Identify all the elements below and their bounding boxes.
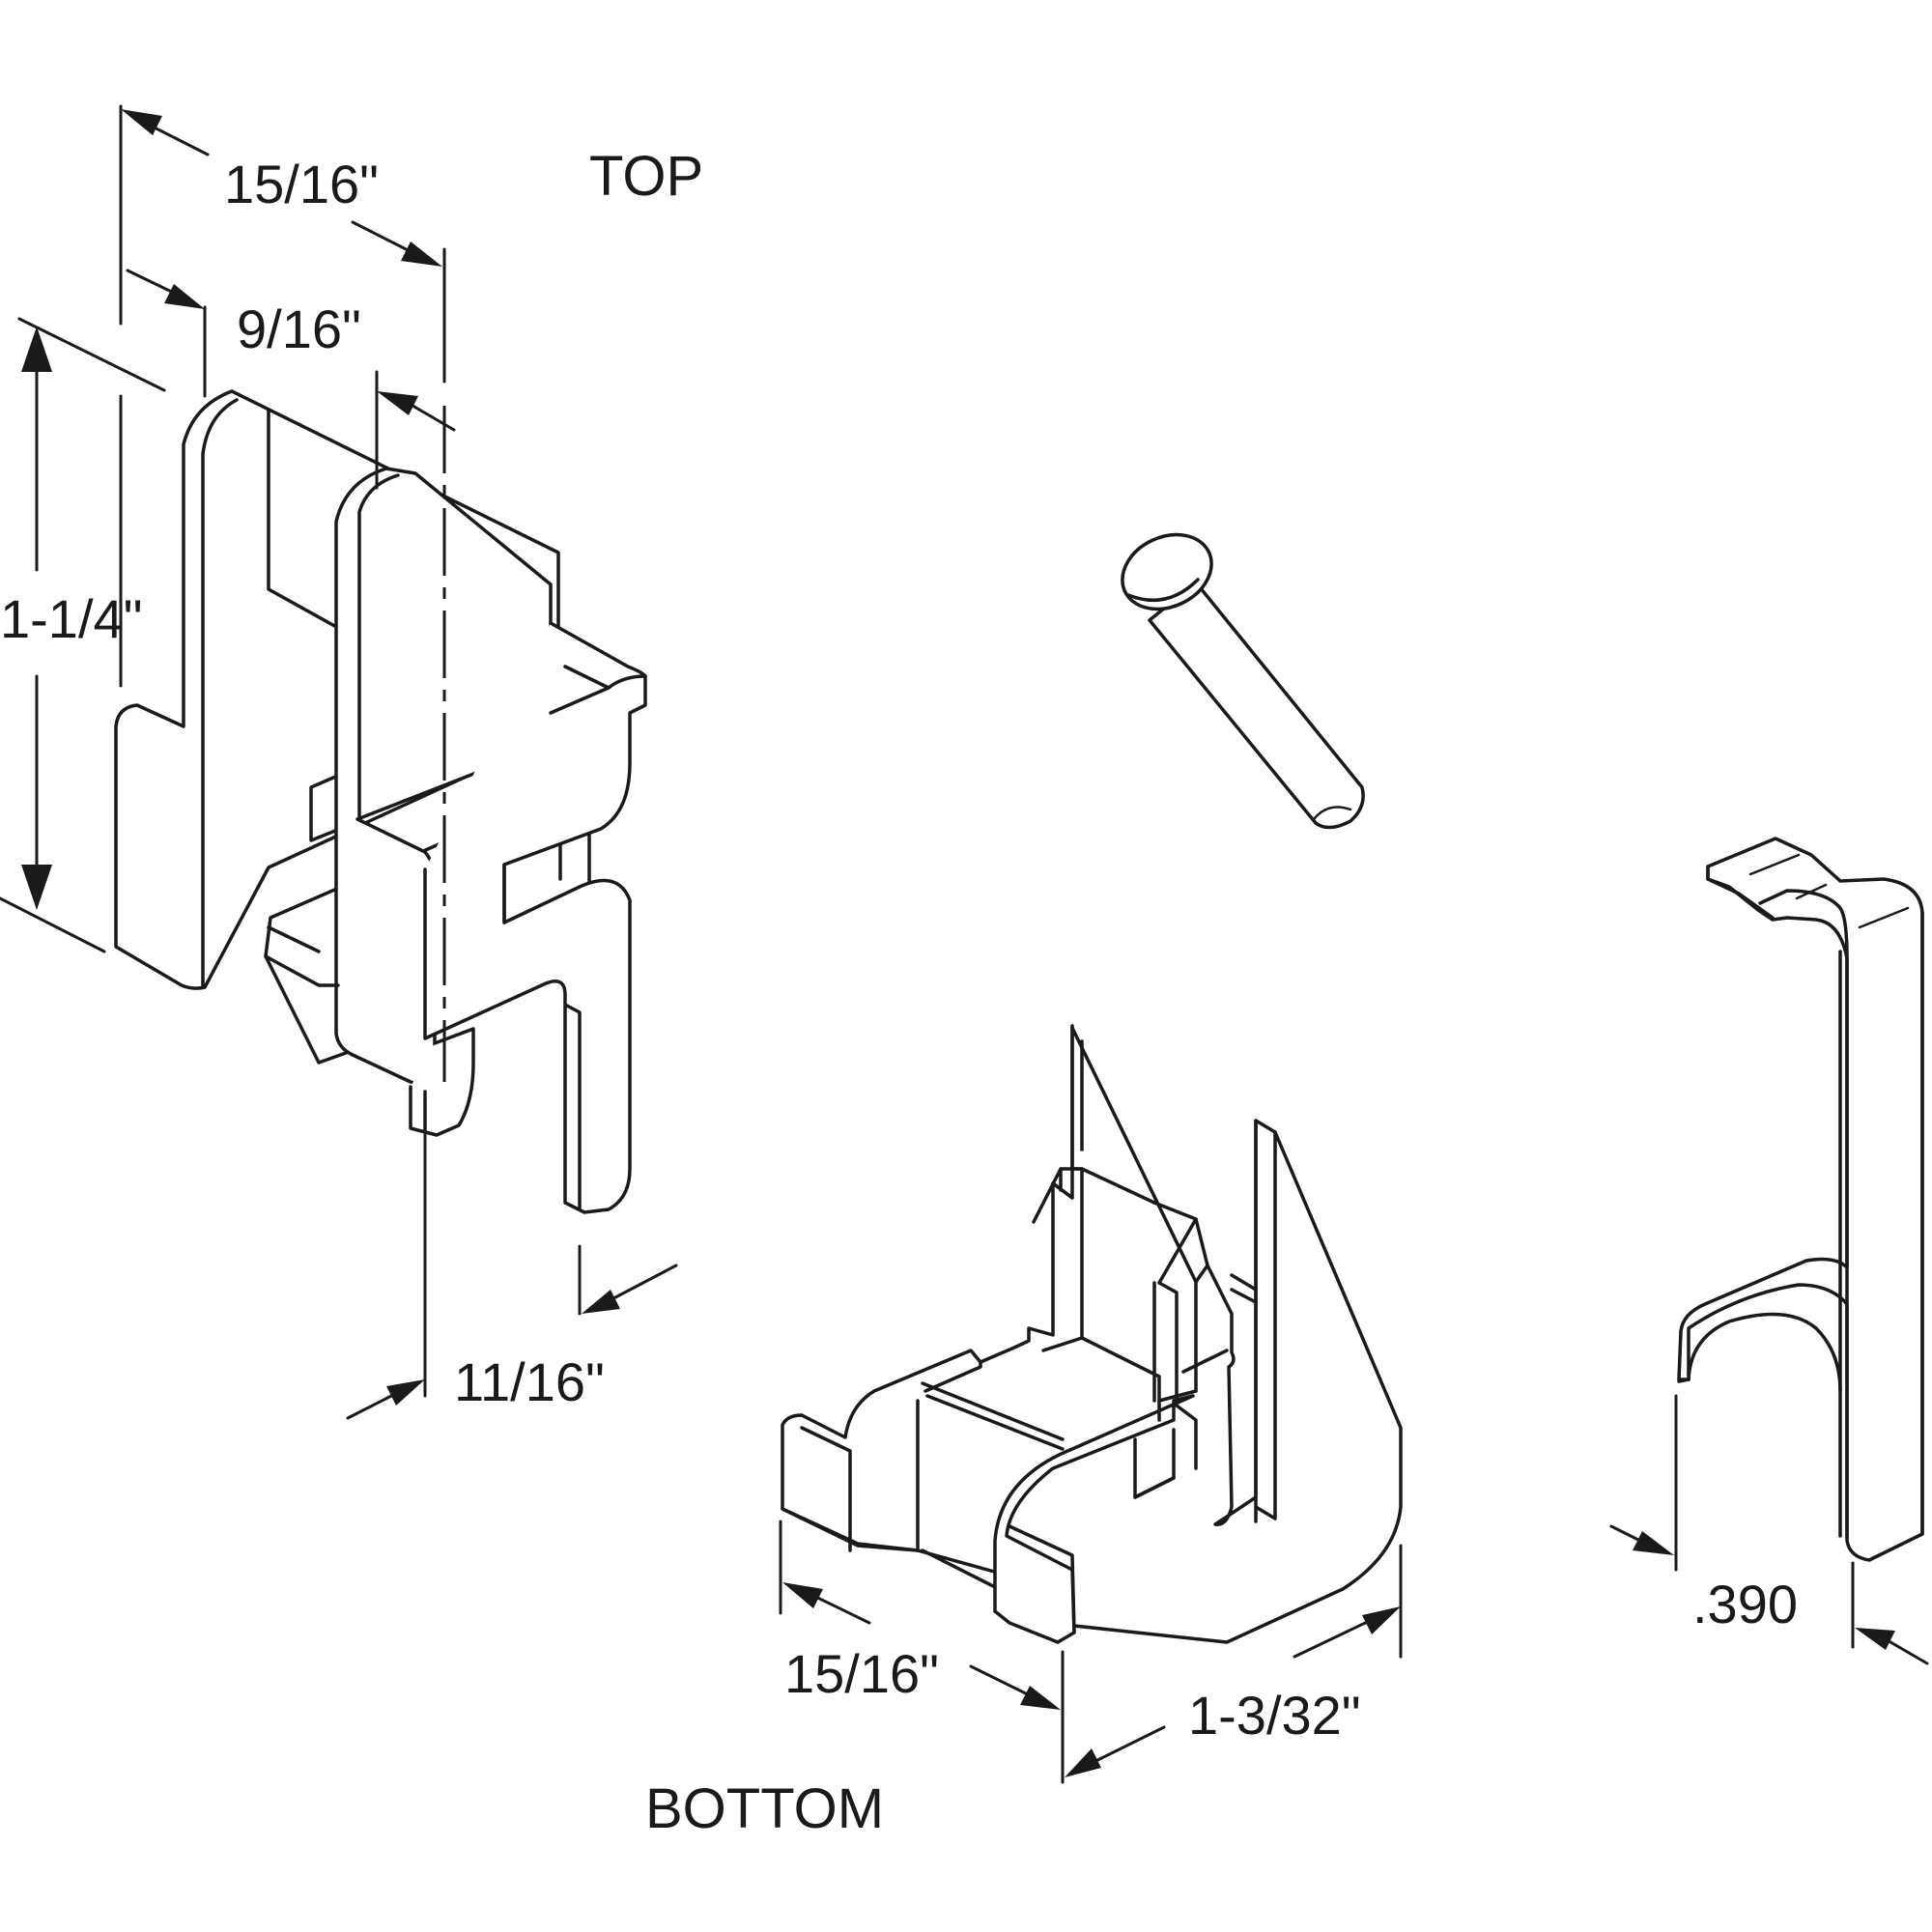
dimension-top-depth: 11/16" — [346, 1099, 678, 1420]
dim-label-clip-thickness: .390 — [1692, 1574, 1798, 1634]
dim-label-bottom-length: 1-3/32" — [1188, 1685, 1361, 1746]
top-label: TOP — [589, 145, 703, 208]
dim-label-top-width-inner: 9/16" — [237, 298, 361, 359]
dim-label-top-width-overall: 15/16" — [224, 154, 379, 214]
dim-label-top-height: 1-1/4" — [0, 588, 143, 649]
dimension-top-width-overall: 15/16" — [119, 104, 446, 384]
top-guide-part — [114, 389, 647, 1214]
bottom-guide-part — [781, 1024, 1403, 1644]
dim-label-top-depth: 11/16" — [454, 1351, 605, 1412]
bottom-label: BOTTOM — [645, 1777, 884, 1840]
dimension-bottom-width: 15/16" — [779, 1520, 1065, 1784]
pin-part — [1121, 532, 1365, 830]
dimension-clip-thickness: .390 — [1609, 1394, 1929, 1665]
spring-clip-part — [1677, 837, 1924, 1562]
dim-label-bottom-width: 15/16" — [784, 1643, 939, 1704]
dimension-bottom-length: 1-3/32" — [1065, 1544, 1403, 1777]
dimension-top-height: 1-1/4" — [0, 317, 166, 953]
